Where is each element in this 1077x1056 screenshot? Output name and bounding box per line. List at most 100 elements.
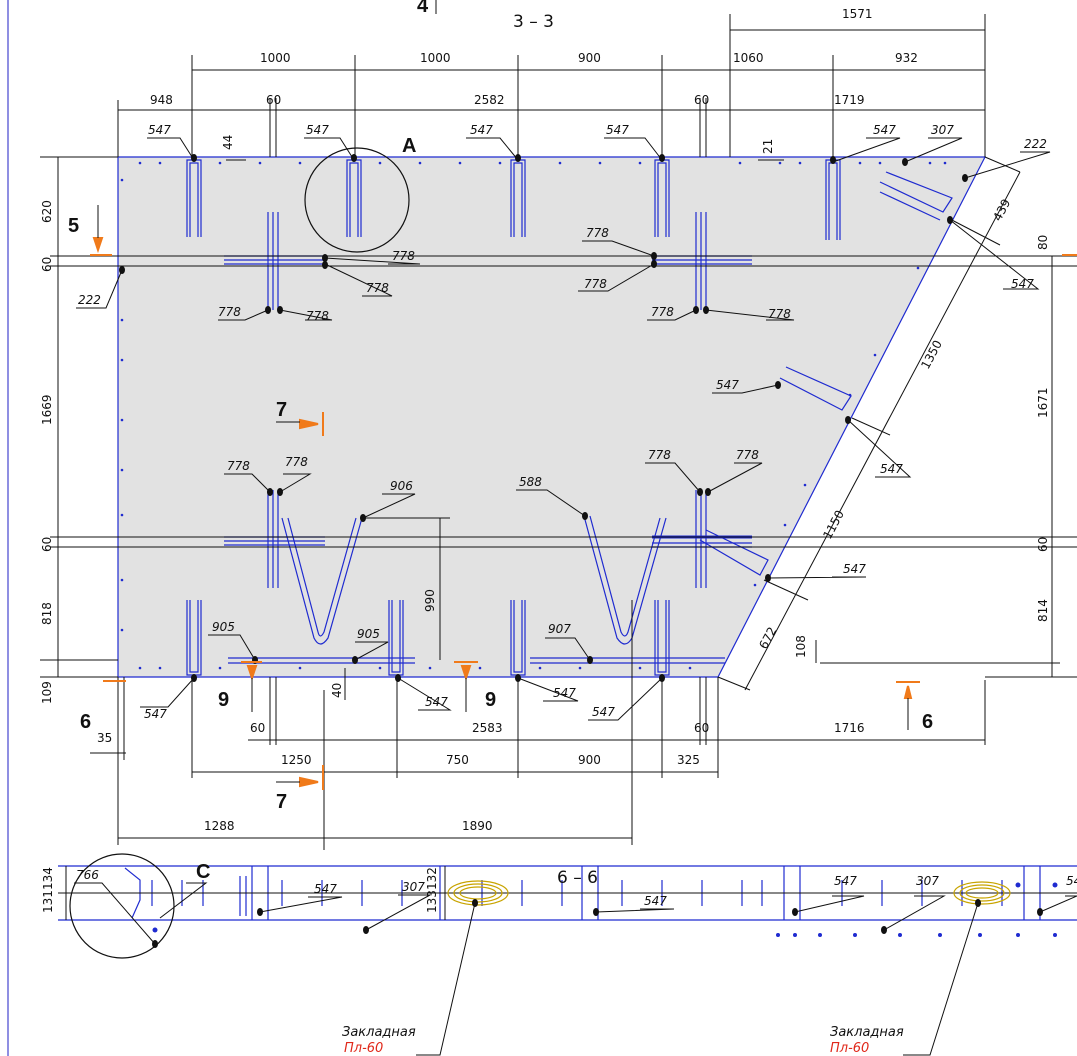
embedded-plate-left bbox=[447, 880, 509, 906]
mark-547-4: 547 bbox=[606, 123, 629, 137]
mark-778-6: 778 bbox=[584, 277, 607, 291]
embedded-label-right: Закладная bbox=[830, 1025, 904, 1040]
mark-547-8: 547 bbox=[880, 462, 903, 476]
mark-547-13: 547 bbox=[592, 705, 615, 719]
dim-1250: 1250 bbox=[281, 753, 312, 767]
dim-133: 133 bbox=[425, 890, 439, 913]
mark-588: 588 bbox=[519, 475, 542, 489]
mark-307-top: 307 bbox=[931, 123, 954, 137]
section-label-6-left: 6 bbox=[80, 711, 91, 733]
mark-778-2: 778 bbox=[366, 281, 389, 295]
section-label-9-left: 9 bbox=[218, 689, 229, 711]
section-title-top: 3 – 3 bbox=[513, 12, 554, 32]
embedded-code-right: Пл-60 bbox=[830, 1041, 869, 1056]
mark-907: 907 bbox=[548, 622, 571, 636]
dim-818: 818 bbox=[40, 602, 54, 625]
mark-222-left: 222 bbox=[78, 293, 101, 307]
section-label-4: 4 bbox=[417, 0, 429, 17]
dim-325: 325 bbox=[677, 753, 700, 767]
dim-1060: 1060 bbox=[733, 51, 764, 65]
slanted-loops bbox=[699, 171, 953, 576]
dim-750: 750 bbox=[446, 753, 469, 767]
dim-2582: 2582 bbox=[474, 93, 505, 107]
mark-547-s1: 547 bbox=[314, 882, 337, 896]
dim-60-top-b: 60 bbox=[694, 93, 709, 107]
dim-1350: 1350 bbox=[918, 338, 945, 372]
mark-547-5: 547 bbox=[873, 123, 896, 137]
mark-307-s2: 307 bbox=[916, 874, 939, 888]
section-dots bbox=[152, 882, 1058, 937]
embedded-code-left: Пл-60 bbox=[344, 1041, 383, 1056]
dim-1000-a: 1000 bbox=[260, 51, 291, 65]
detail-circle-a bbox=[304, 147, 410, 253]
mark-547-s2: 547 bbox=[644, 894, 667, 908]
dim-900-bottom: 900 bbox=[578, 753, 601, 767]
section-label-6-right: 6 bbox=[922, 711, 933, 733]
mark-778-4: 778 bbox=[306, 309, 329, 323]
dim-2583: 2583 bbox=[472, 721, 503, 735]
mark-547-s4: 547 bbox=[1066, 874, 1077, 888]
dim-1671: 1671 bbox=[1036, 387, 1050, 418]
dim-60-bottom-b: 60 bbox=[694, 721, 709, 735]
mark-905-a: 905 bbox=[212, 620, 235, 634]
mark-778-3: 778 bbox=[218, 305, 241, 319]
dimension-lines bbox=[40, 14, 1077, 850]
dim-108: 108 bbox=[794, 635, 808, 658]
slab-dots bbox=[120, 161, 947, 670]
mark-547-6: 547 bbox=[1011, 277, 1034, 291]
section-label-5: 5 bbox=[68, 215, 79, 237]
mark-222-right: 222 bbox=[1024, 137, 1047, 151]
dim-40: 40 bbox=[330, 683, 344, 698]
dim-439: 439 bbox=[990, 197, 1013, 224]
mark-906: 906 bbox=[390, 479, 413, 493]
mark-547-1: 547 bbox=[148, 123, 171, 137]
dim-134: 134 bbox=[41, 867, 55, 890]
dim-990: 990 bbox=[423, 589, 437, 612]
section-title-bottom: 6 – 6 bbox=[557, 868, 598, 888]
dim-60-left-b: 60 bbox=[40, 537, 54, 552]
section-center-line bbox=[58, 866, 1077, 920]
mark-547-s3: 547 bbox=[834, 874, 857, 888]
dim-1150: 1150 bbox=[820, 508, 847, 542]
dim-1000-b: 1000 bbox=[420, 51, 451, 65]
slab-outline bbox=[117, 156, 986, 678]
dim-44: 44 bbox=[221, 135, 235, 150]
dim-1716: 1716 bbox=[834, 721, 865, 735]
mark-778-5: 778 bbox=[586, 226, 609, 240]
mark-778-1: 778 bbox=[392, 249, 415, 263]
section-label-c: C bbox=[196, 861, 210, 883]
dim-814: 814 bbox=[1036, 599, 1050, 622]
embedded-label-left: Закладная bbox=[342, 1025, 416, 1040]
dim-1719: 1719 bbox=[834, 93, 865, 107]
section-leader-dots bbox=[152, 899, 1043, 948]
dim-131: 131 bbox=[41, 890, 55, 913]
leader-lines bbox=[76, 137, 1051, 721]
embedded-plate-right bbox=[953, 881, 1011, 905]
mark-778-10: 778 bbox=[285, 455, 308, 469]
dim-60-bottom-a: 60 bbox=[250, 721, 265, 735]
mark-905-b: 905 bbox=[357, 627, 380, 641]
mark-766: 766 bbox=[76, 868, 99, 882]
dim-60-top-a: 60 bbox=[266, 93, 281, 107]
dim-1571: 1571 bbox=[842, 7, 873, 21]
dim-900-top: 900 bbox=[578, 51, 601, 65]
mark-778-11: 778 bbox=[648, 448, 671, 462]
dim-1890: 1890 bbox=[462, 819, 493, 833]
dim-132: 132 bbox=[425, 867, 439, 890]
mark-778-8: 778 bbox=[768, 307, 791, 321]
mark-778-7: 778 bbox=[651, 305, 674, 319]
detail-circle-c bbox=[69, 853, 175, 959]
mark-778-9: 778 bbox=[227, 459, 250, 473]
dim-21: 21 bbox=[761, 139, 775, 154]
mark-547-12: 547 bbox=[553, 686, 576, 700]
section-label-7-top: 7 bbox=[276, 399, 287, 421]
dim-672: 672 bbox=[756, 625, 779, 652]
leader-dots bbox=[119, 154, 968, 682]
dim-620: 620 bbox=[40, 200, 54, 223]
dim-1669: 1669 bbox=[40, 394, 54, 425]
mark-547-2: 547 bbox=[306, 123, 329, 137]
section-label-9-right: 9 bbox=[485, 689, 496, 711]
mark-307-s1: 307 bbox=[402, 880, 425, 894]
section-leaders bbox=[74, 882, 1077, 1056]
